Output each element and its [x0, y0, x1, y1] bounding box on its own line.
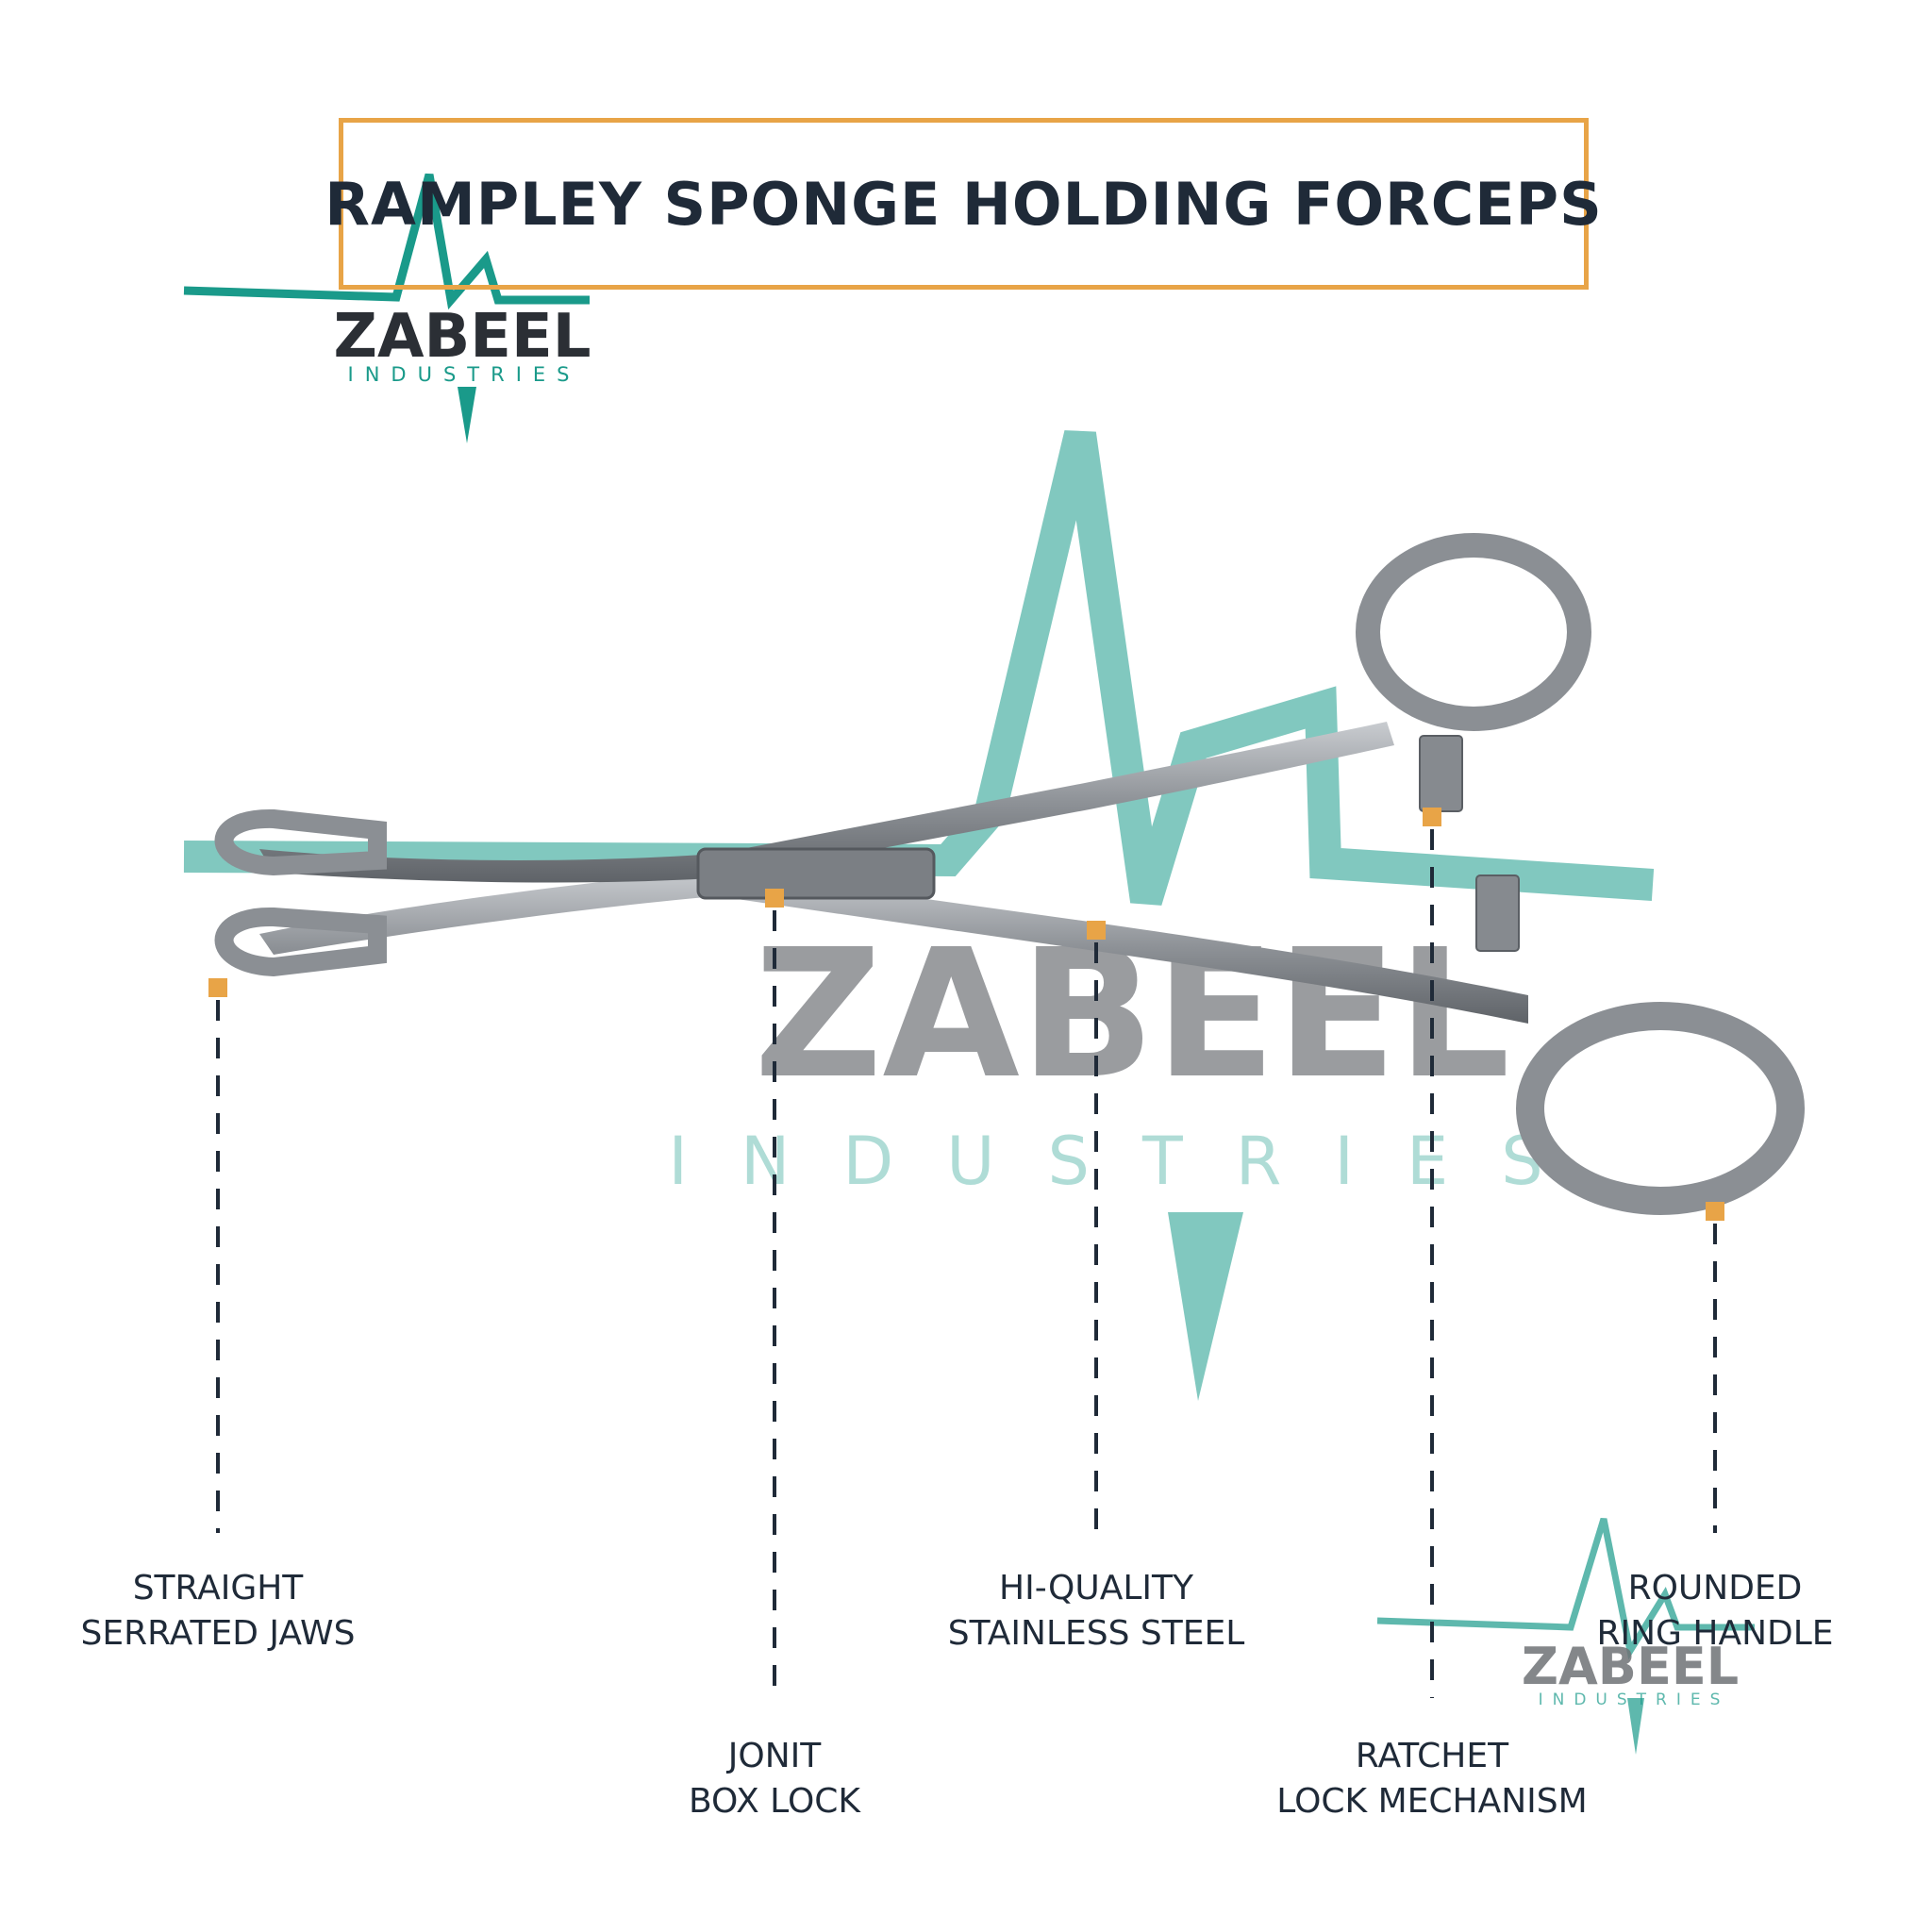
title-box: RAMPLEY SPONGE HOLDING FORCEPS: [325, 118, 1602, 290]
brand-logo-top-left: ZABEEL INDUSTRIES: [183, 173, 591, 443]
brand-logo-bottom-right: ZABEEL INDUSTRIES: [1376, 1517, 1755, 1755]
logo-tagline-text: INDUSTRIES: [348, 363, 581, 386]
callout-label-line: RING HANDLE: [1596, 1614, 1834, 1653]
callout-marker-steel: [1087, 921, 1106, 940]
forceps-upper-jaw: [214, 808, 387, 876]
callout-marker-jaws: [208, 978, 227, 997]
logo-pulse-tail: [458, 387, 476, 443]
watermark-pulse-tail: [1168, 1212, 1243, 1401]
forceps-lower-jaw: [214, 907, 387, 977]
forceps-box-lock: [696, 847, 936, 900]
callout-marker-ring: [1706, 1202, 1724, 1221]
callout-label-line: JONIT: [727, 1737, 822, 1775]
callout-label-ratchet: RATCHET LOCK MECHANISM: [1276, 1734, 1587, 1824]
callout-label-line: RATCHET: [1355, 1737, 1509, 1775]
logo-brand-text: ZABEEL: [334, 302, 591, 372]
callout-label-ring: ROUNDED RING HANDLE: [1596, 1566, 1833, 1657]
page-title: RAMPLEY SPONGE HOLDING FORCEPS: [325, 169, 1603, 239]
logo-brand-text-small: ZABEEL: [1522, 1637, 1739, 1696]
callout-marker-box-lock: [765, 889, 784, 908]
watermark-pulse-line: [183, 430, 1655, 906]
callout-label-steel: HI-QUALITY STAINLESS STEEL: [948, 1566, 1245, 1657]
logo-pulse-line-small: [1376, 1517, 1755, 1660]
callout-label-line: ROUNDED: [1627, 1569, 1803, 1607]
callout-label-line: STAINLESS STEEL: [947, 1614, 1245, 1653]
forceps-lower-ring: [1516, 1002, 1805, 1215]
callout-leader-lines: [216, 829, 1717, 1698]
forceps-lower-arm: [259, 870, 1528, 1024]
callout-label-box-lock: JONIT BOX LOCK: [689, 1734, 860, 1824]
callout-label-jaws: STRAIGHT SERRATED JAWS: [81, 1566, 356, 1657]
callout-label-line: SERRATED JAWS: [80, 1614, 356, 1653]
callout-label-line: BOX LOCK: [688, 1782, 861, 1821]
logo-pulse-line: [183, 173, 590, 310]
forceps-illustration: [214, 533, 1805, 1215]
forceps-upper-ratchet: [1419, 735, 1463, 812]
callout-label-line: LOCK MECHANISM: [1276, 1782, 1588, 1821]
watermark-tagline-text: INDUSTRIES: [668, 1123, 1595, 1200]
forceps-lower-ratchet: [1475, 874, 1520, 952]
forceps-upper-ring: [1356, 533, 1591, 731]
callout-markers: [208, 808, 1724, 1221]
callout-label-line: HI-QUALITY: [999, 1569, 1193, 1607]
callout-label-line: STRAIGHT: [132, 1569, 304, 1607]
logo-tagline-text-small: INDUSTRIES: [1539, 1690, 1730, 1709]
callout-marker-ratchet: [1423, 808, 1441, 826]
logo-pulse-tail-small: [1627, 1698, 1644, 1755]
